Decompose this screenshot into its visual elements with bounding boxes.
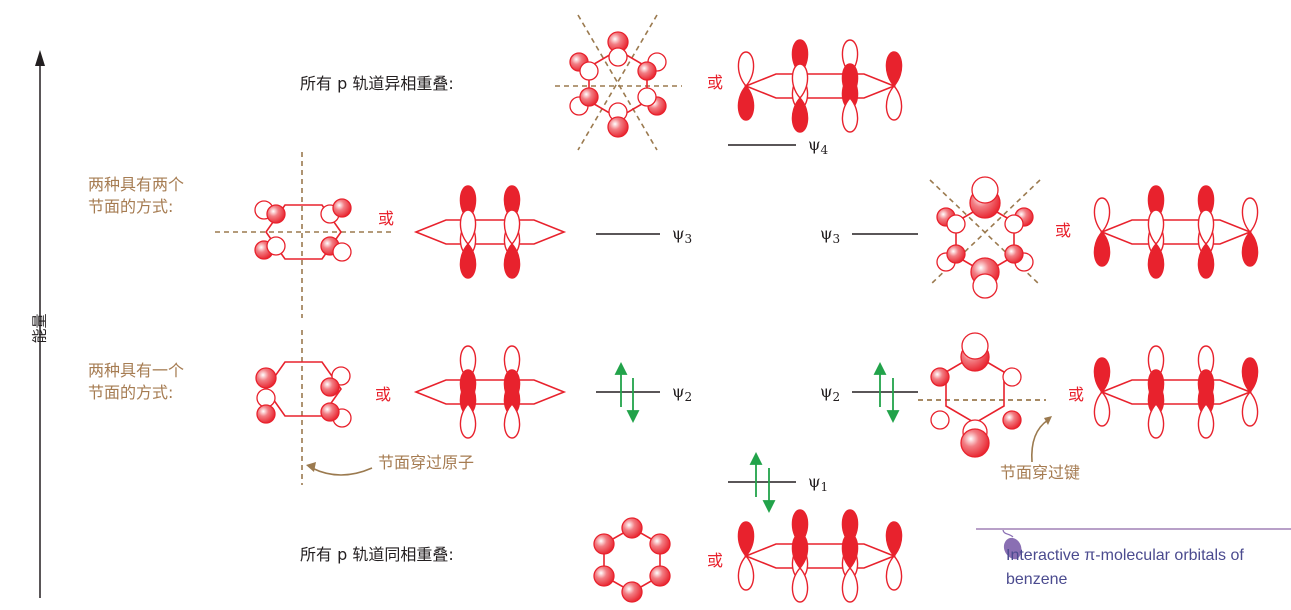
two-nodes-label-line1: 两种具有两个	[88, 175, 185, 194]
or-label-psi1: 或	[707, 551, 724, 570]
p-orbital-lobe	[791, 533, 809, 570]
node-through-bonds-label: 节面穿过键	[1000, 463, 1081, 482]
psi3-right-top-view	[929, 176, 1041, 299]
psi1-top-view	[593, 517, 671, 603]
p-orbital-lobe	[737, 84, 755, 121]
p-orbital-lobe	[885, 521, 903, 558]
p-orbital-lobe	[1147, 402, 1165, 439]
node-bond-pointer-arrow	[1031, 416, 1052, 463]
p-orbital-lobe	[885, 51, 903, 88]
electron-pair-psi2-right	[873, 361, 900, 424]
psi3-label-left: ψ3	[672, 224, 693, 247]
p-orbital-lobe	[791, 63, 809, 100]
p-orbital-lobe	[885, 84, 903, 121]
energy-axis-label: 能量	[30, 313, 49, 344]
electron-pair-psi1	[749, 451, 776, 514]
p-orbital-lobe	[841, 96, 859, 133]
or-label-psi3-left: 或	[378, 209, 395, 228]
psi2-label-left: ψ2	[672, 382, 693, 405]
p-orbital-lobe	[841, 63, 859, 100]
psi3-label-right: ψ3	[820, 224, 841, 247]
psi2-label-right: ψ2	[820, 382, 841, 405]
p-orbital-lobe	[1093, 357, 1111, 394]
psi2-left-side-view	[413, 345, 567, 439]
p-orbital-lobe	[459, 369, 477, 406]
p-orbital-lobe	[841, 533, 859, 570]
one-node-label-line1: 两种具有一个	[88, 361, 185, 380]
p-orbital-lobe	[503, 242, 521, 279]
side-view-ring	[1099, 379, 1253, 405]
p-orbital-lobe	[791, 96, 809, 133]
side-view-ring	[413, 219, 567, 245]
p-orbital-lobe	[841, 566, 859, 603]
psi3-right-side-view	[1093, 185, 1259, 279]
side-view-ring	[1099, 219, 1253, 245]
psi1-label: ψ1	[808, 472, 829, 495]
p-orbital-lobe	[1197, 369, 1215, 406]
p-orbital-lobe	[1093, 390, 1111, 427]
p-orbital-lobe	[1197, 209, 1215, 246]
p-orbital-lobe	[1147, 242, 1165, 279]
p-orbital-lobe	[885, 554, 903, 591]
p-orbital-lobe	[1147, 369, 1165, 406]
p-orbital-lobe	[503, 209, 521, 246]
two-nodes-label-line2: 节面的方式:	[88, 197, 174, 216]
mouse-icon[interactable]	[1001, 528, 1025, 562]
p-orbital-lobe	[1093, 197, 1111, 234]
p-orbital-lobe	[1241, 230, 1259, 267]
psi3-left-top-view	[215, 152, 392, 318]
p-orbital-lobe	[737, 554, 755, 591]
p-orbital-lobe	[1093, 230, 1111, 267]
interactive-link-text[interactable]: Interactive π-molecular orbitals of benz…	[1006, 547, 1244, 588]
p-orbital-lobe	[459, 402, 477, 439]
all-in-phase-label: 所有 p 轨道同相重叠:	[300, 545, 454, 564]
node-through-atoms-label: 节面穿过原子	[378, 453, 475, 472]
side-view-orbitals	[413, 39, 1259, 603]
p-orbital-lobe	[737, 521, 755, 558]
side-view-ring	[743, 543, 897, 569]
interactive-link-panel[interactable]: Interactive π-molecular orbitals of benz…	[976, 528, 1291, 592]
side-view-ring	[743, 73, 897, 99]
psi1-side-view	[737, 509, 903, 603]
or-label-psi2-right: 或	[1068, 385, 1085, 404]
or-label-psi3-right: 或	[1055, 221, 1072, 240]
energy-axis	[35, 50, 45, 598]
psi2-right-side-view	[1093, 345, 1259, 439]
psi2-right-top-view	[918, 332, 1046, 458]
panel-divider	[976, 528, 1291, 530]
p-orbital-lobe	[459, 209, 477, 246]
node-atom-pointer-arrow	[306, 462, 373, 476]
p-orbital-lobe	[459, 242, 477, 279]
or-label-psi2-left: 或	[375, 385, 392, 404]
side-view-ring	[413, 379, 567, 405]
electron-pair-psi2-left	[614, 361, 640, 424]
psi3-left-side-view	[413, 185, 567, 279]
p-orbital-lobe	[1241, 390, 1259, 427]
psi4-top-view	[555, 14, 682, 151]
p-orbital-lobe	[503, 369, 521, 406]
p-orbital-lobe	[1197, 242, 1215, 279]
p-orbital-lobe	[737, 51, 755, 88]
psi2-left-top-view	[255, 330, 352, 485]
or-label-psi4: 或	[707, 73, 724, 92]
p-orbital-lobe	[1197, 402, 1215, 439]
p-orbital-lobe	[1147, 209, 1165, 246]
p-orbital-lobe	[503, 402, 521, 439]
p-orbital-lobe	[1241, 357, 1259, 394]
p-orbital-lobe	[791, 566, 809, 603]
one-node-label-line2: 节面的方式:	[88, 383, 174, 402]
psi4-side-view	[737, 39, 903, 133]
p-orbital-lobe	[1241, 197, 1259, 234]
psi4-label: ψ4	[808, 135, 829, 158]
all-out-of-phase-label: 所有 p 轨道异相重叠:	[300, 74, 454, 93]
